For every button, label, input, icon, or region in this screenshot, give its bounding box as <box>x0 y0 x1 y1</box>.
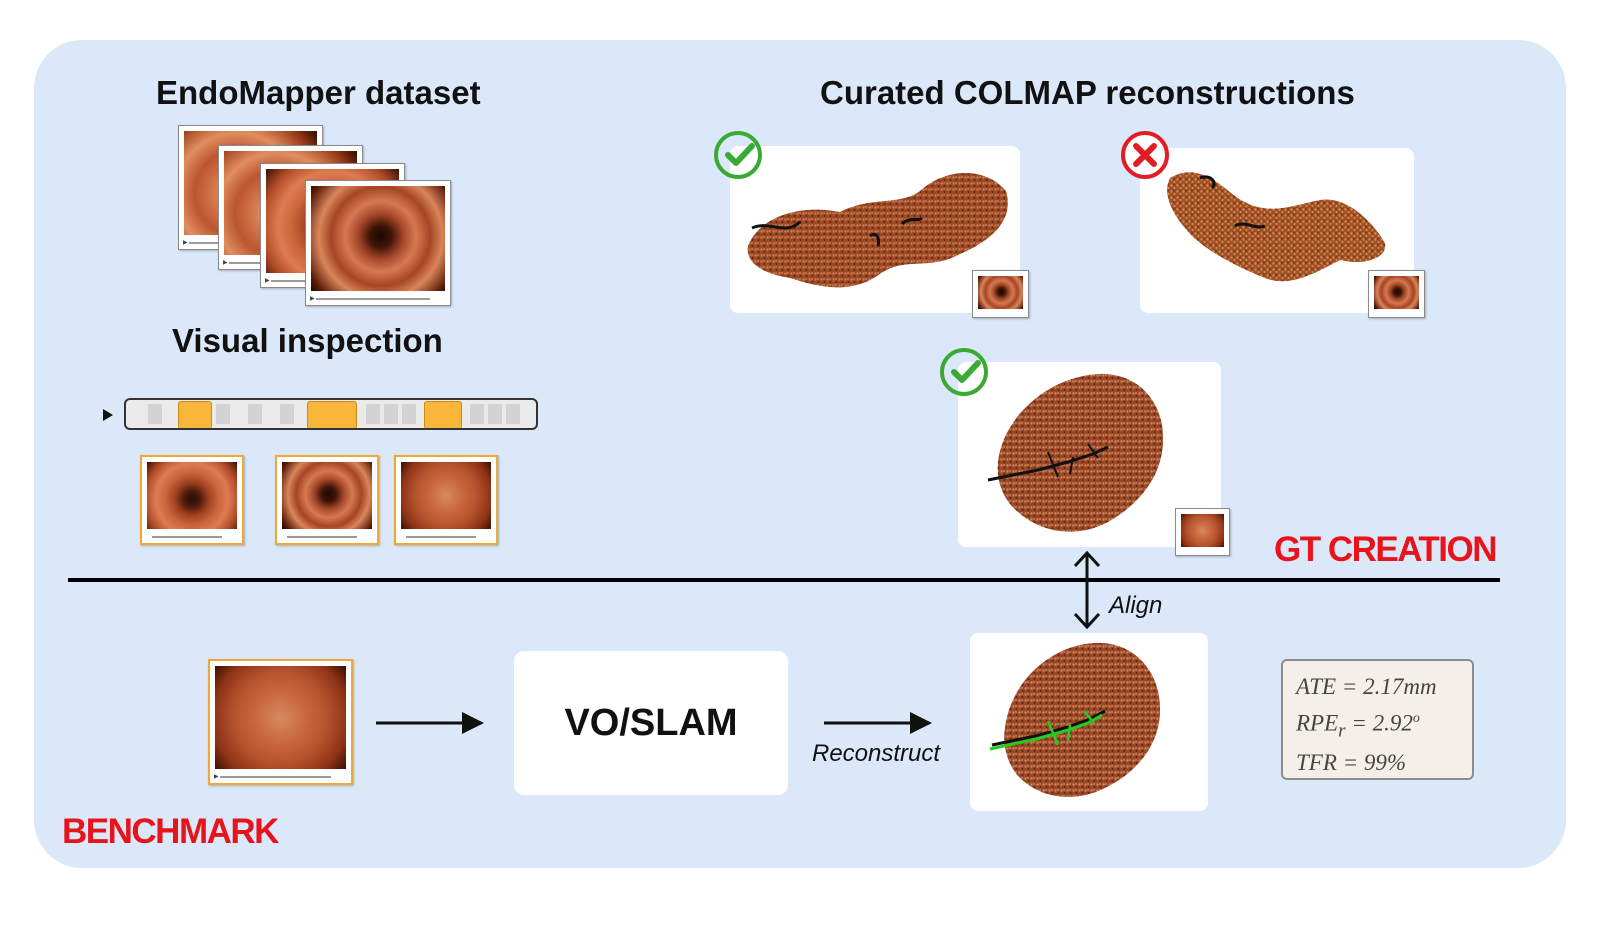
vo-slam-box: VO/SLAM <box>514 651 788 795</box>
section-gt-creation: GT CREATION <box>1274 530 1498 569</box>
arrow-right-icon <box>824 712 932 734</box>
align-label: Align <box>1109 592 1163 619</box>
benchmark-reconstruction <box>970 633 1208 811</box>
play-icon: ▶ <box>183 240 188 246</box>
play-icon: ▶ <box>265 278 270 284</box>
arrow-right-icon <box>376 712 484 734</box>
check-circle-icon <box>940 348 988 396</box>
video-timeline <box>124 398 538 430</box>
keyframe-1 <box>140 455 244 545</box>
point-cloud <box>987 373 1164 532</box>
metric-rpe: RPEr = 2.92o <box>1296 710 1420 742</box>
heading-dataset: EndoMapper dataset <box>156 74 481 111</box>
point-cloud <box>747 172 1008 288</box>
timeline-segment <box>307 401 357 428</box>
point-cloud <box>989 642 1161 798</box>
heading-inspection: Visual inspection <box>172 322 443 359</box>
keyframe-3 <box>394 455 498 545</box>
check-circle-icon <box>714 131 762 179</box>
play-icon: ▶ <box>214 774 219 780</box>
metric-ate: ATE = 2.17mm <box>1296 674 1437 699</box>
section-benchmark: BENCHMARK <box>62 812 279 851</box>
reconstruct-label: Reconstruct <box>812 740 941 767</box>
reconstruction-thumbnail <box>972 270 1029 318</box>
metric-tfr: TFR = 99% <box>1296 750 1407 776</box>
reconstruction-thumbnail <box>1368 270 1425 318</box>
play-icon: ▶ <box>310 296 315 302</box>
timeline-segment <box>178 401 212 428</box>
cross-circle-icon <box>1121 131 1169 179</box>
heading-curated: Curated COLMAP reconstructions <box>820 74 1355 111</box>
play-icon <box>103 409 113 421</box>
input-frame: ▶ <box>208 659 353 785</box>
metrics-box: ATE = 2.17mm RPEr = 2.92o TFR = 99% <box>1281 659 1474 780</box>
section-divider <box>68 578 1500 582</box>
dataset-frame-4: ▶ <box>305 180 451 306</box>
double-arrow-icon <box>1073 550 1101 630</box>
keyframe-2 <box>275 455 379 545</box>
reconstruction-accepted-1 <box>730 146 1020 313</box>
timeline-segment <box>424 401 462 428</box>
point-cloud <box>1167 172 1386 282</box>
play-icon: ▶ <box>223 260 228 266</box>
reconstruction-thumbnail <box>1175 508 1230 556</box>
